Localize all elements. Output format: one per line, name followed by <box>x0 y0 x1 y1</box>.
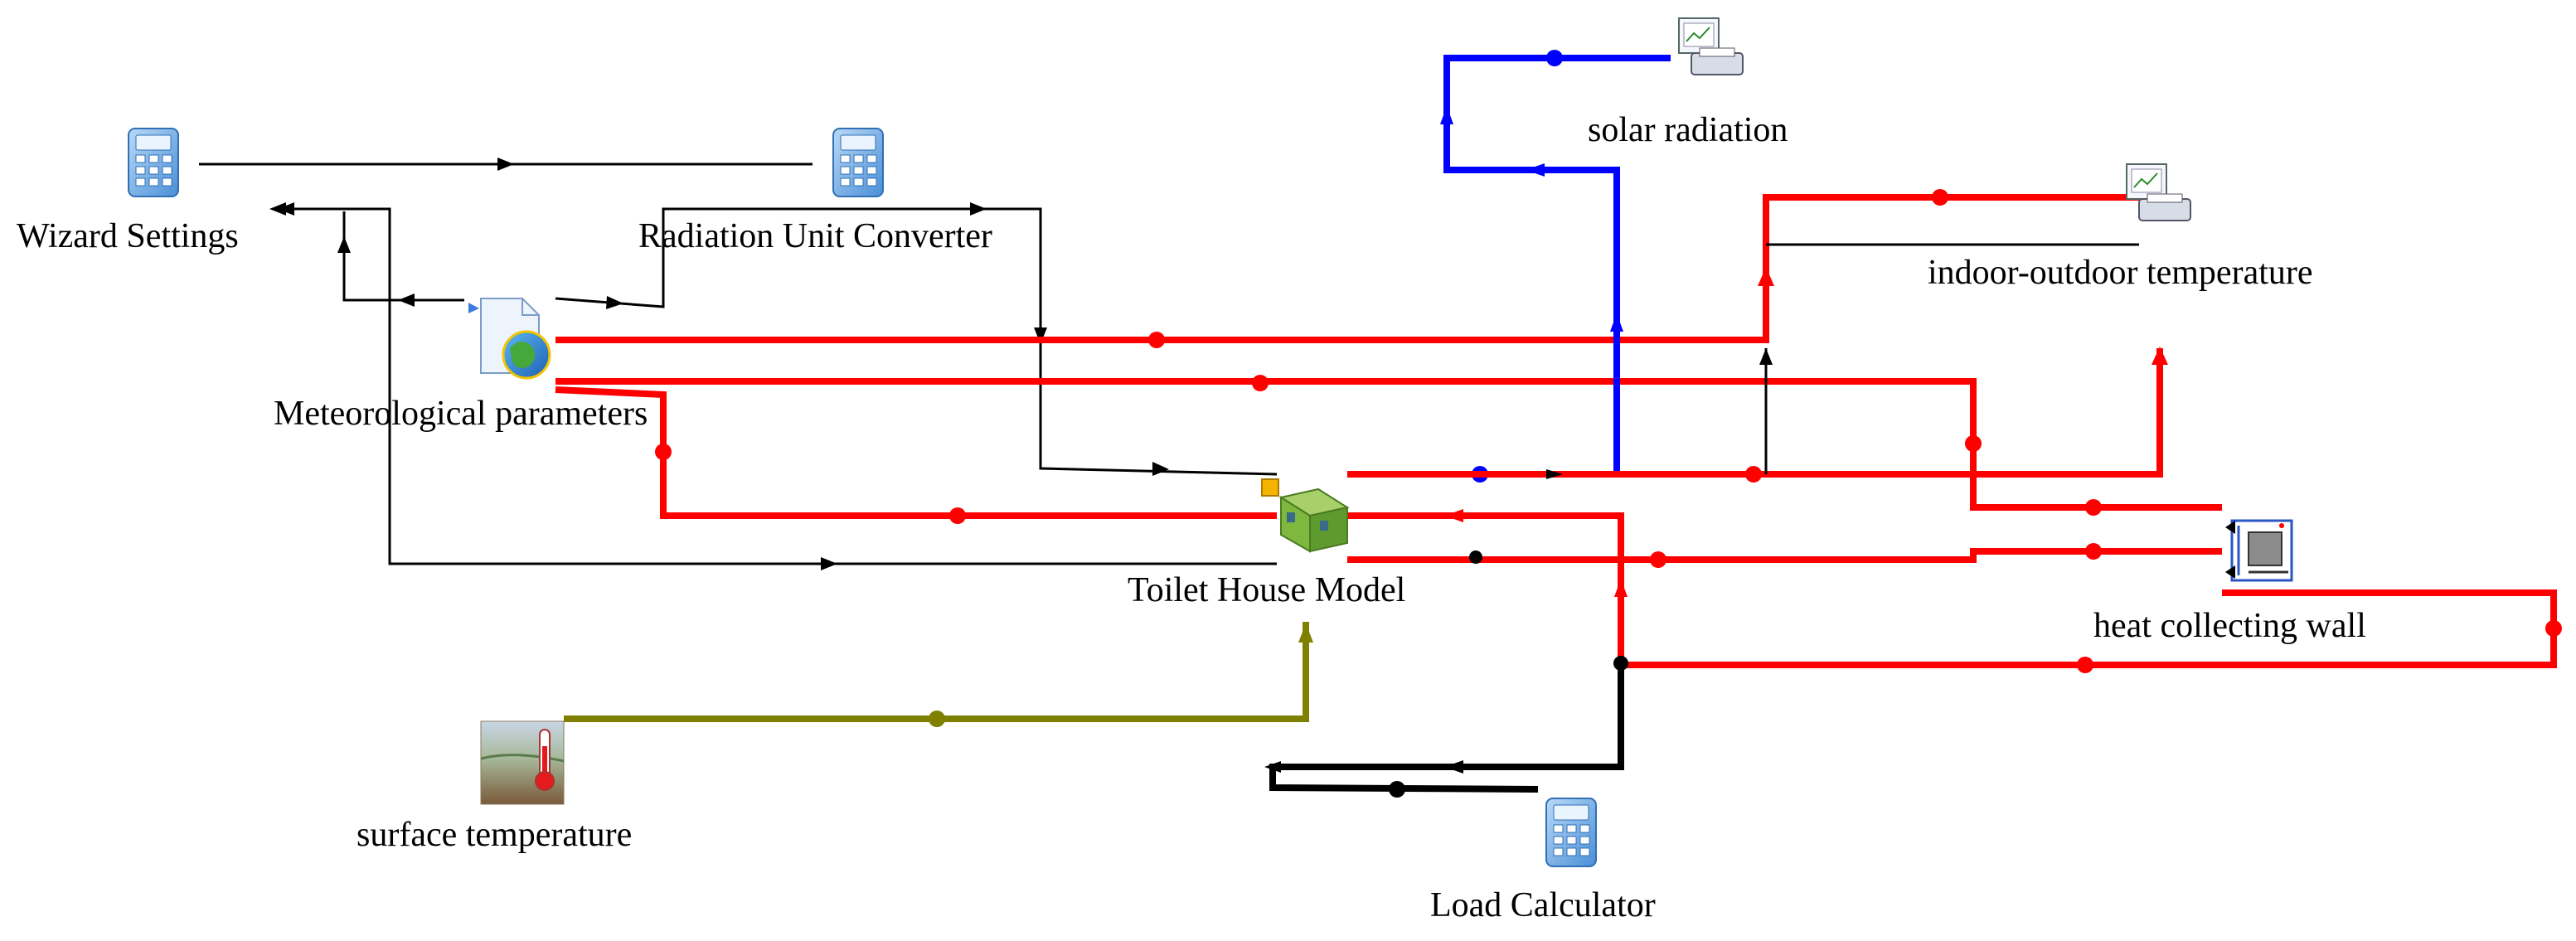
calculator-icon <box>832 128 884 197</box>
link-meteo-to-converter[interactable] <box>555 202 1278 476</box>
node-heat-collecting-wall[interactable]: heat collecting wall <box>2093 519 2366 645</box>
node-label: Meteorological parameters <box>274 395 648 433</box>
link-meteo-to-wall[interactable] <box>555 375 2222 516</box>
node-label: surface temperature <box>357 816 632 854</box>
link-surface-to-model[interactable] <box>564 622 1313 727</box>
node-label: heat collecting wall <box>2093 607 2366 645</box>
node-wizard-settings[interactable]: Wizard Settings <box>17 128 239 255</box>
weather-data-file-icon <box>468 298 551 380</box>
calculator-icon <box>128 128 179 197</box>
link-wizard-to-converter[interactable] <box>199 158 813 171</box>
link-model-to-solar[interactable] <box>1440 50 1671 483</box>
building-model-icon <box>1261 478 1350 553</box>
link-wall-to-model[interactable] <box>1347 509 2562 673</box>
link-meteo-to-indoor-outdoor[interactable] <box>555 189 2156 348</box>
link-model-to-indoor-outdoor-thin[interactable] <box>1546 243 2139 479</box>
link-model-to-wall[interactable] <box>1347 543 2222 568</box>
node-toilet-house-model[interactable]: Toilet House Model <box>1128 478 1405 609</box>
link-model-to-load[interactable] <box>1264 656 1628 798</box>
node-indoor-outdoor-temperature[interactable]: indoor-outdoor temperature <box>1928 163 2313 292</box>
node-solar-radiation[interactable]: solar radiation <box>1588 17 1788 149</box>
link-model-to-indoor-outdoor[interactable] <box>1347 347 2168 483</box>
node-label: Wizard Settings <box>17 217 239 255</box>
node-label: Radiation Unit Converter <box>638 217 992 255</box>
heat-collecting-wall-icon <box>2225 519 2293 582</box>
node-load-calculator[interactable]: Load Calculator <box>1430 798 1656 924</box>
calculator-icon <box>1545 798 1597 867</box>
node-label: Toilet House Model <box>1128 571 1405 609</box>
node-meteorological-parameters[interactable]: Meteorological parameters <box>274 298 648 433</box>
link-meteo-to-wizard[interactable] <box>269 202 464 307</box>
plotter-printer-icon <box>1678 17 1744 75</box>
connections <box>199 50 2562 798</box>
node-label: solar radiation <box>1588 111 1788 149</box>
plotter-printer-icon <box>2126 163 2191 221</box>
node-label: Load Calculator <box>1430 886 1656 924</box>
soil-thermometer-icon <box>480 720 565 805</box>
node-surface-temperature[interactable]: surface temperature <box>357 720 632 854</box>
node-radiation-unit-converter[interactable]: Radiation Unit Converter <box>638 128 992 255</box>
node-label: indoor-outdoor temperature <box>1928 254 2313 292</box>
link-meteo-to-model[interactable] <box>555 386 1277 524</box>
link-wizard-to-model[interactable] <box>294 207 1277 570</box>
